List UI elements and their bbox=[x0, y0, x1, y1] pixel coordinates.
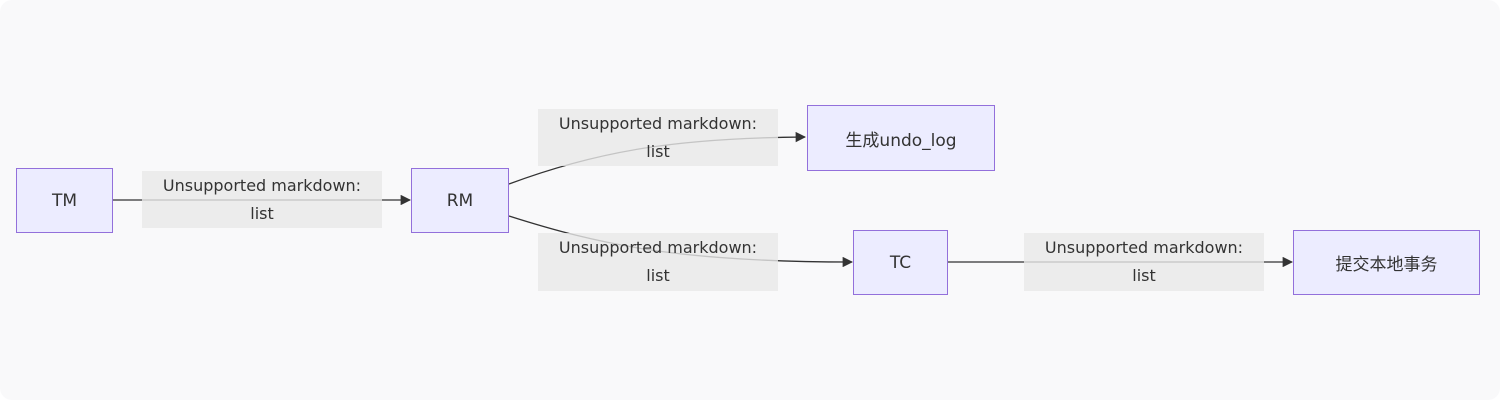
diagram-canvas: Unsupported markdown: list Unsupported m… bbox=[16, 105, 1480, 295]
edge-label-tc-commit: Unsupported markdown: list bbox=[1024, 233, 1264, 291]
edge-label-line: list bbox=[646, 266, 670, 285]
edge-label-rm-undo-log: Unsupported markdown: list bbox=[538, 109, 778, 166]
node-tm: TM bbox=[16, 168, 113, 233]
edge-label-line: list bbox=[646, 141, 670, 161]
node-undo-log: 生成undo_log bbox=[807, 105, 995, 171]
edge-label-rm-tc: Unsupported markdown: list bbox=[538, 233, 778, 291]
edge-label-line: Unsupported markdown: bbox=[558, 238, 758, 257]
edge-label-line: list bbox=[250, 203, 274, 223]
edge-label-line: Unsupported markdown: bbox=[1044, 238, 1244, 257]
edge-label-line: list bbox=[1132, 266, 1156, 285]
edge-label-line: Unsupported markdown: bbox=[162, 175, 362, 195]
node-rm: RM bbox=[411, 168, 509, 233]
node-commit-local-transaction: 提交本地事务 bbox=[1293, 230, 1480, 295]
edge-label-tm-rm: Unsupported markdown: list bbox=[142, 171, 382, 228]
node-tc: TC bbox=[853, 230, 948, 295]
edge-label-line: Unsupported markdown: bbox=[558, 113, 758, 133]
